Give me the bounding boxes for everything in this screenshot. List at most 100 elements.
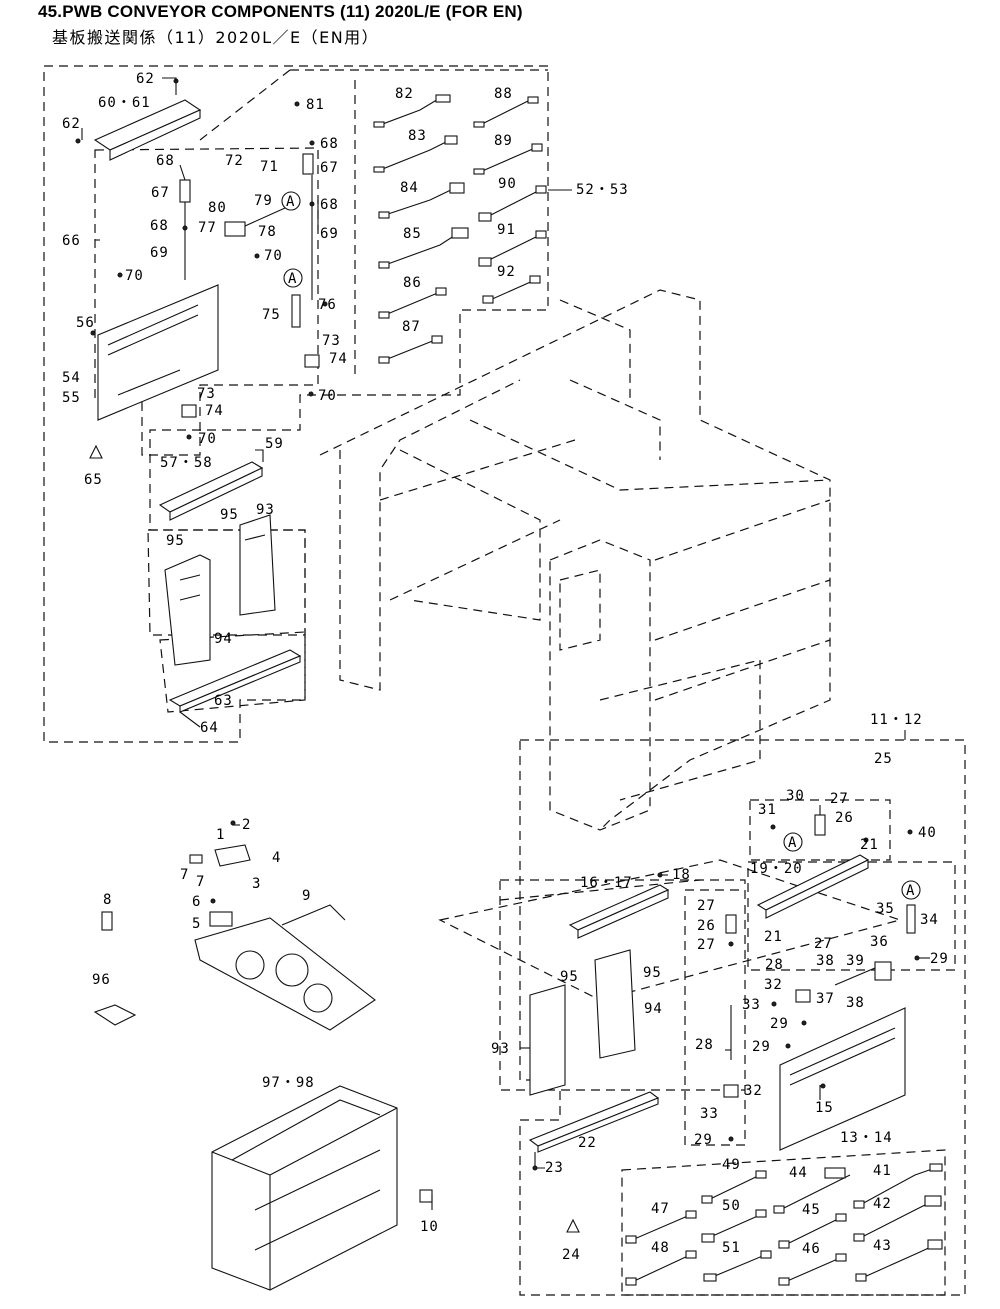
callout: 54 <box>62 370 81 386</box>
callout: 42 <box>873 1196 892 1212</box>
callout: 70 <box>264 248 283 264</box>
callout: 95 <box>643 965 662 981</box>
cable-49 <box>701 1170 767 1204</box>
left-bracket-outline <box>147 529 306 713</box>
callout: 73 <box>322 333 341 349</box>
callout: 37 <box>816 991 835 1007</box>
callout: 2 <box>242 817 251 833</box>
fastener-dots <box>90 101 920 1171</box>
direction-arrow-icon <box>89 444 580 1233</box>
cable-42 <box>853 1195 942 1242</box>
callout: 13・14 <box>840 1130 893 1146</box>
bracket-38-39 <box>834 961 892 986</box>
callout: 6 <box>192 894 201 910</box>
callout: 63 <box>214 693 233 709</box>
cable-87 <box>378 335 443 364</box>
cable-92 <box>482 275 541 304</box>
callout: 67 <box>320 160 339 176</box>
sensor-unit-1 <box>189 844 251 867</box>
cable-9 <box>281 904 346 926</box>
cable-86 <box>378 287 447 319</box>
cable-46 <box>778 1253 847 1286</box>
callout: 94 <box>644 1001 663 1017</box>
upper-group-boundary <box>43 65 549 743</box>
callout: 18 <box>672 867 691 883</box>
callout: 27 <box>814 936 833 952</box>
callout: 38 <box>846 995 865 1011</box>
callout: 86 <box>403 275 422 291</box>
cable-44 <box>773 1167 851 1214</box>
callout: 26 <box>835 810 854 826</box>
callout: 73 <box>197 386 216 402</box>
callout: 70 <box>318 388 337 404</box>
callout: 44 <box>789 1165 808 1181</box>
callout: 45 <box>802 1202 821 1218</box>
callout: 7 <box>196 874 205 890</box>
sensor-75 <box>291 294 301 328</box>
callout: 29 <box>930 951 949 967</box>
right-bracket-outline <box>747 799 956 971</box>
callout: 78 <box>258 224 277 240</box>
callout: 31 <box>758 802 777 818</box>
callout: 49 <box>722 1157 741 1173</box>
callout: 91 <box>497 222 516 238</box>
callout: 62 <box>62 116 81 132</box>
svg-text:A: A <box>906 883 915 899</box>
callout: 65 <box>84 472 103 488</box>
callout: 23 <box>545 1160 564 1176</box>
callout: 36 <box>870 934 889 950</box>
cable-90 <box>478 185 547 222</box>
sensor-34 <box>906 904 916 934</box>
callout: 21 <box>764 929 783 945</box>
stopper-bracket-93-94-right <box>529 949 636 1096</box>
callout: 46 <box>802 1241 821 1257</box>
callout: 35 <box>876 901 895 917</box>
lower-plate-phantom <box>438 859 903 1001</box>
cable-91 <box>478 230 547 267</box>
callout: 70 <box>125 268 144 284</box>
callout: 7 <box>180 867 189 883</box>
sensor-plate-54-55 <box>97 284 320 421</box>
callout: 74 <box>205 403 224 419</box>
callout: 93 <box>491 1041 510 1057</box>
callout: 30 <box>786 788 805 804</box>
base-plate <box>194 917 376 1031</box>
callout: 95 <box>166 533 185 549</box>
sensor-plate-13-14 <box>779 1007 906 1151</box>
callout: 48 <box>651 1240 670 1256</box>
cable-group-outline <box>621 1149 946 1296</box>
cable-51 <box>703 1250 772 1282</box>
callout: 72 <box>225 153 244 169</box>
machine-head-phantom <box>549 499 831 831</box>
callout: 70 <box>198 431 217 447</box>
callout: 75 <box>262 307 281 323</box>
leader-lines <box>81 77 930 1210</box>
callout: 29 <box>694 1132 713 1148</box>
callout: 69 <box>320 226 339 242</box>
callout: 90 <box>498 176 517 192</box>
callout: 76 <box>318 297 337 313</box>
callout: 74 <box>329 351 348 367</box>
guide-rail-63 <box>168 649 302 713</box>
callout: 83 <box>408 128 427 144</box>
rail-19-20 <box>756 854 870 919</box>
callout: 96 <box>92 972 111 988</box>
callout: 68 <box>150 218 169 234</box>
center-bracket-outline <box>499 879 746 1146</box>
callout: 9 <box>302 888 311 904</box>
callout: 33 <box>700 1106 719 1122</box>
cable-82 <box>373 94 451 128</box>
callout: 79 <box>254 193 273 209</box>
callout: 39 <box>846 953 865 969</box>
cable-83 <box>373 135 458 173</box>
upper-subgroup-outline <box>199 69 548 375</box>
callout: 15 <box>815 1100 834 1116</box>
svg-text:A: A <box>288 271 297 287</box>
callout: 56 <box>76 315 95 331</box>
callout: 34 <box>920 912 939 928</box>
slide-plate-60-61 <box>93 99 202 161</box>
callout: 24 <box>562 1247 581 1263</box>
machine-frame-phantom <box>319 289 831 831</box>
callout: 71 <box>260 159 279 175</box>
callout: 10 <box>420 1219 439 1235</box>
